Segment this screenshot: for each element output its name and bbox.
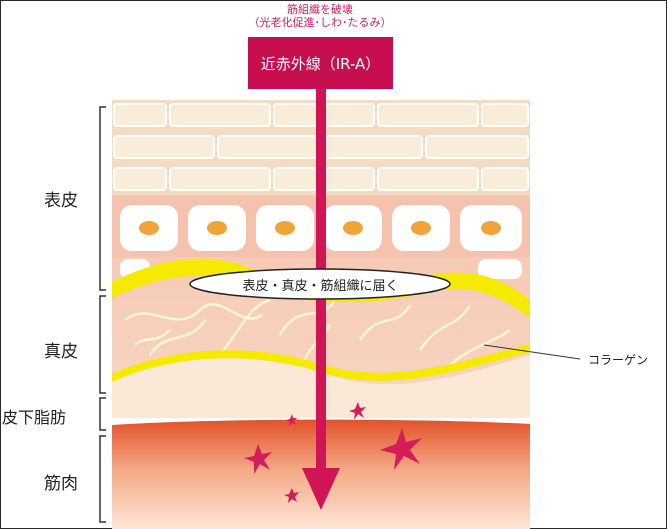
- damage-sparkles: [244, 402, 422, 503]
- collagen-label: コラーゲン: [588, 353, 649, 367]
- reach-callout-text: 表皮・真皮・筋組織に届く: [242, 278, 399, 294]
- label-muscle: 筋肉: [44, 474, 78, 494]
- horny-layer-bricks: [113, 103, 529, 191]
- layer-brackets: [99, 106, 106, 523]
- reach-callout-ellipse: [189, 268, 451, 300]
- epidermis-cells: [120, 205, 522, 279]
- label-subcutaneous-fat: 皮下脂肪: [2, 408, 67, 427]
- collagen-fibers: [124, 298, 511, 371]
- ir-a-label-box: 近赤外線（IR-A）: [248, 37, 393, 89]
- ir-arrow-head: [302, 468, 340, 510]
- label-dermis: 真皮: [44, 342, 78, 362]
- damage-note-line1: 筋組織を破壊: [287, 3, 353, 16]
- collagen-band-lower: [112, 344, 530, 382]
- label-epidermis: 表皮: [44, 191, 78, 211]
- damage-note-line2: （光老化促進･しわ･たるみ）: [248, 16, 392, 29]
- ir-a-label: 近赤外線（IR-A）: [260, 54, 381, 73]
- collagen-leader-line: [483, 344, 581, 360]
